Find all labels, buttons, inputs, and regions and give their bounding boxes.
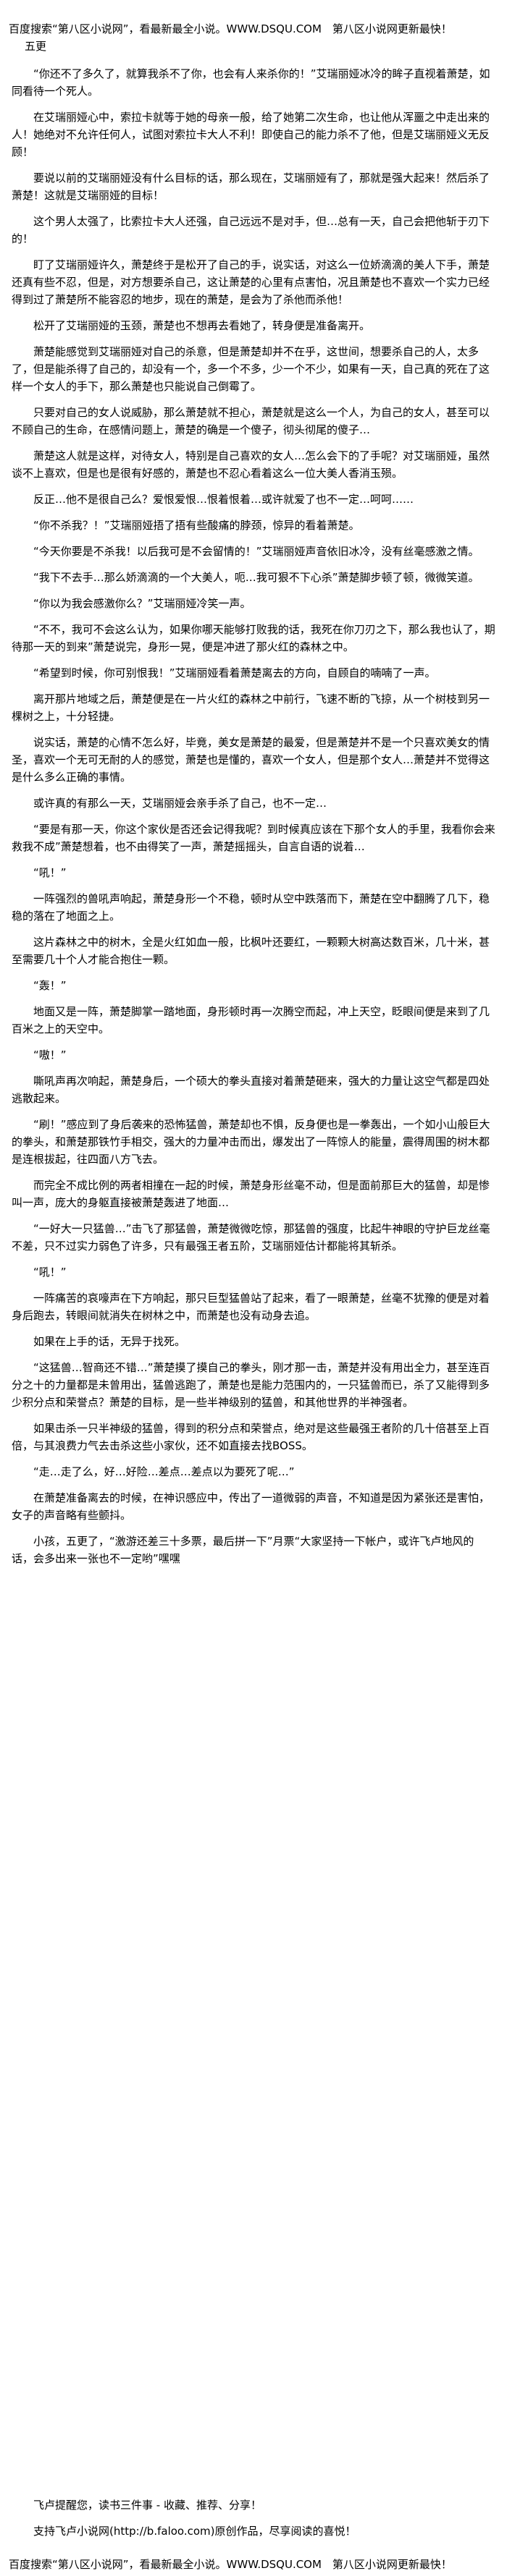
paragraph: 盯了艾瑞丽娅许久，萧楚终于是松开了自己的手，说实话，对这么一位娇滴滴的美人下手，…	[12, 258, 490, 306]
paragraph: 而完全不成比例的两者相撞在一起的时候，萧楚身形丝毫不动，但是面前那巨大的猛兽，却…	[12, 1179, 490, 1209]
paragraph: “我下不去手…那么娇滴滴的一个大美人，呃…我可狠不下心杀”萧楚脚步顿了顿，微微笑…	[33, 571, 479, 584]
paragraph: 萧楚能感觉到艾瑞丽娅对自己的杀意，但是萧楚却并不在乎，这世间，想要杀自己的人，太…	[12, 345, 490, 393]
paragraph: 一阵痛苦的哀嚎声在下方响起，那只巨型猛兽站了起来，看了一眼萧楚，丝毫不犹豫的便是…	[12, 1292, 490, 1322]
paragraph: 地面又是一阵，萧楚脚掌一踏地面，身形顿时再一次腾空而起，冲上天空，眨眼间便是来到…	[12, 1005, 490, 1035]
paragraph: “走…走了么，好…好险…差点…差点以为要死了呢…”	[33, 1465, 295, 1478]
paragraph: 松开了艾瑞丽娅的玉颈，萧楚也不想再去看她了，转身便是准备离开。	[33, 319, 371, 332]
paragraph: “要是有那一天，你这个家伙是否还会记得我呢？到时候真应该在下那个女人的手里，我看…	[12, 823, 495, 853]
paragraph: “你还不了多久了，就算我杀不了你，也会有人来杀你的！”艾瑞丽娅冰冷的眸子直视着萧…	[12, 67, 490, 98]
paragraph: 如果击杀一只半神级的猛兽，得到的积分点和荣誉点，绝对是这些最强王者阶的几十倍甚至…	[12, 1422, 490, 1452]
paragraph: “一好大一只猛兽…”击飞了那猛兽，萧楚微微吃惊，那猛兽的强度，比起牛神眼的守护巨…	[12, 1222, 490, 1253]
paragraph: 小孩，五更了，“激游还差三十多票，最后拼一下”月票“大家坚持一下帐户，或许飞卢地…	[12, 1535, 474, 1565]
paragraph: 离开那片地域之后，萧楚便是在一片火红的森林之中前行，飞速不断的飞掠，从一个树枝到…	[12, 692, 490, 723]
paragraph: “希望到时候，你可别恨我！”艾瑞丽娅看着萧楚离去的方向，自顾自的喃喃了一声。	[33, 666, 436, 679]
chapter-footer: 飞卢提醒您，读书三件事 - 收藏、推荐、分享！ 支持飞卢小说网(http://b…	[12, 2496, 495, 2549]
paragraph: 要说以前的艾瑞丽娅没有什么目标的话，那么现在，艾瑞丽娅有了，那就是强大起来！然后…	[12, 171, 490, 202]
footer-support: 支持飞卢小说网(http://b.faloo.com)原创作品，尽享阅读的喜悦！	[33, 2525, 356, 2538]
paragraph: 或许真的有那么一天，艾瑞丽娅会亲手杀了自己，也不一定…	[33, 797, 327, 810]
paragraph: 在艾瑞丽娅心中，索拉卡就等于她的母亲一般，给了她第二次生命，也让他从浑噩之中走出…	[12, 111, 490, 158]
paragraph: “今天你要是不杀我！以后我可是不会留情的！”艾瑞丽娅声音依旧冰冷，没有丝毫感激之…	[33, 545, 479, 558]
paragraph: 嘶吼声再次响起，萧楚身后，一个硕大的拳头直接对着萧楚砸来，强大的力量让这空气都是…	[12, 1075, 490, 1105]
paragraph: “吼！”	[33, 866, 67, 879]
paragraph: 反正…他不是很自己么？爱恨爱恨…恨着恨着…或许就爱了也不一定…呵呵……	[33, 493, 414, 506]
paragraph: “不不，我可不会这么认为，如果你哪天能够打败我的话，我死在你刀刃之下，那么我也认…	[12, 623, 495, 653]
paragraph: 这片森林之中的树木，全是火红如血一般，比枫叶还要红，一颗颗大树高达数百米，几十米…	[12, 936, 490, 966]
paragraph: “嗷！”	[33, 1048, 67, 1062]
paragraph: “你以为我会感激你么？”艾瑞丽娅冷笑一声。	[33, 597, 251, 610]
paragraph: 说实话，萧楚的心情不怎么好，毕竟，美女是萧楚的最爱，但是萧楚并不是一个只喜欢美女…	[12, 736, 490, 784]
chapter-label: 五更	[25, 40, 47, 53]
paragraph: “轰！”	[33, 979, 67, 992]
chapter-body: “你还不了多久了，就算我杀不了你，也会有人来杀你的！”艾瑞丽娅冰冷的眸子直视着萧…	[12, 65, 495, 1576]
paragraph: 在萧楚准备离去的时候，在神识感应中，传出了一道微弱的声音，不知道是因为紧张还是害…	[12, 1491, 490, 1522]
bottom-site-banner: 百度搜索“第八区小说网”，看最新最全小说。WWW.DSQU.COM 第八区小说网…	[9, 2558, 452, 2571]
footer-signature: 飞卢提醒您，读书三件事 - 收藏、推荐、分享！	[33, 2499, 261, 2512]
paragraph: “这猛兽…智商还不错…”萧楚摸了摸自己的拳头，刚才那一击，萧楚并没有用出全力，甚…	[12, 1361, 490, 1409]
paragraph: 只要对自己的女人说威胁，那么萧楚就不担心，萧楚就是这么一个人，为自己的女人，甚至…	[12, 406, 490, 436]
paragraph: “你不杀我？！”艾瑞丽娅捂了捂有些酸痛的脖颈，惊异的看着萧楚。	[33, 519, 360, 532]
paragraph: “吼！”	[33, 1266, 67, 1279]
paragraph: “刷！”感应到了身后袭来的恐怖猛兽，萧楚却也不惧，反身便也是一拳轰出，一个如小山…	[12, 1118, 490, 1166]
paragraph: 如果在上手的话，无异于找死。	[33, 1335, 186, 1348]
paragraph: 一阵强烈的兽吼声响起，萧楚身形一个不稳，顿时从空中跌落而下，萧楚在空中翻腾了几下…	[12, 892, 490, 923]
paragraph: 这个男人太强了，比索拉卡大人还强，自己远远不是对手，但…总有一天，自己会把他斩于…	[12, 215, 490, 245]
top-site-banner: 百度搜索“第八区小说网”，看最新最全小说。WWW.DSQU.COM 第八区小说网…	[9, 22, 452, 35]
paragraph: 萧楚这人就是这样，对待女人，特别是自己喜欢的女人…怎么会下的了手呢？对艾瑞丽娅，…	[12, 449, 490, 480]
